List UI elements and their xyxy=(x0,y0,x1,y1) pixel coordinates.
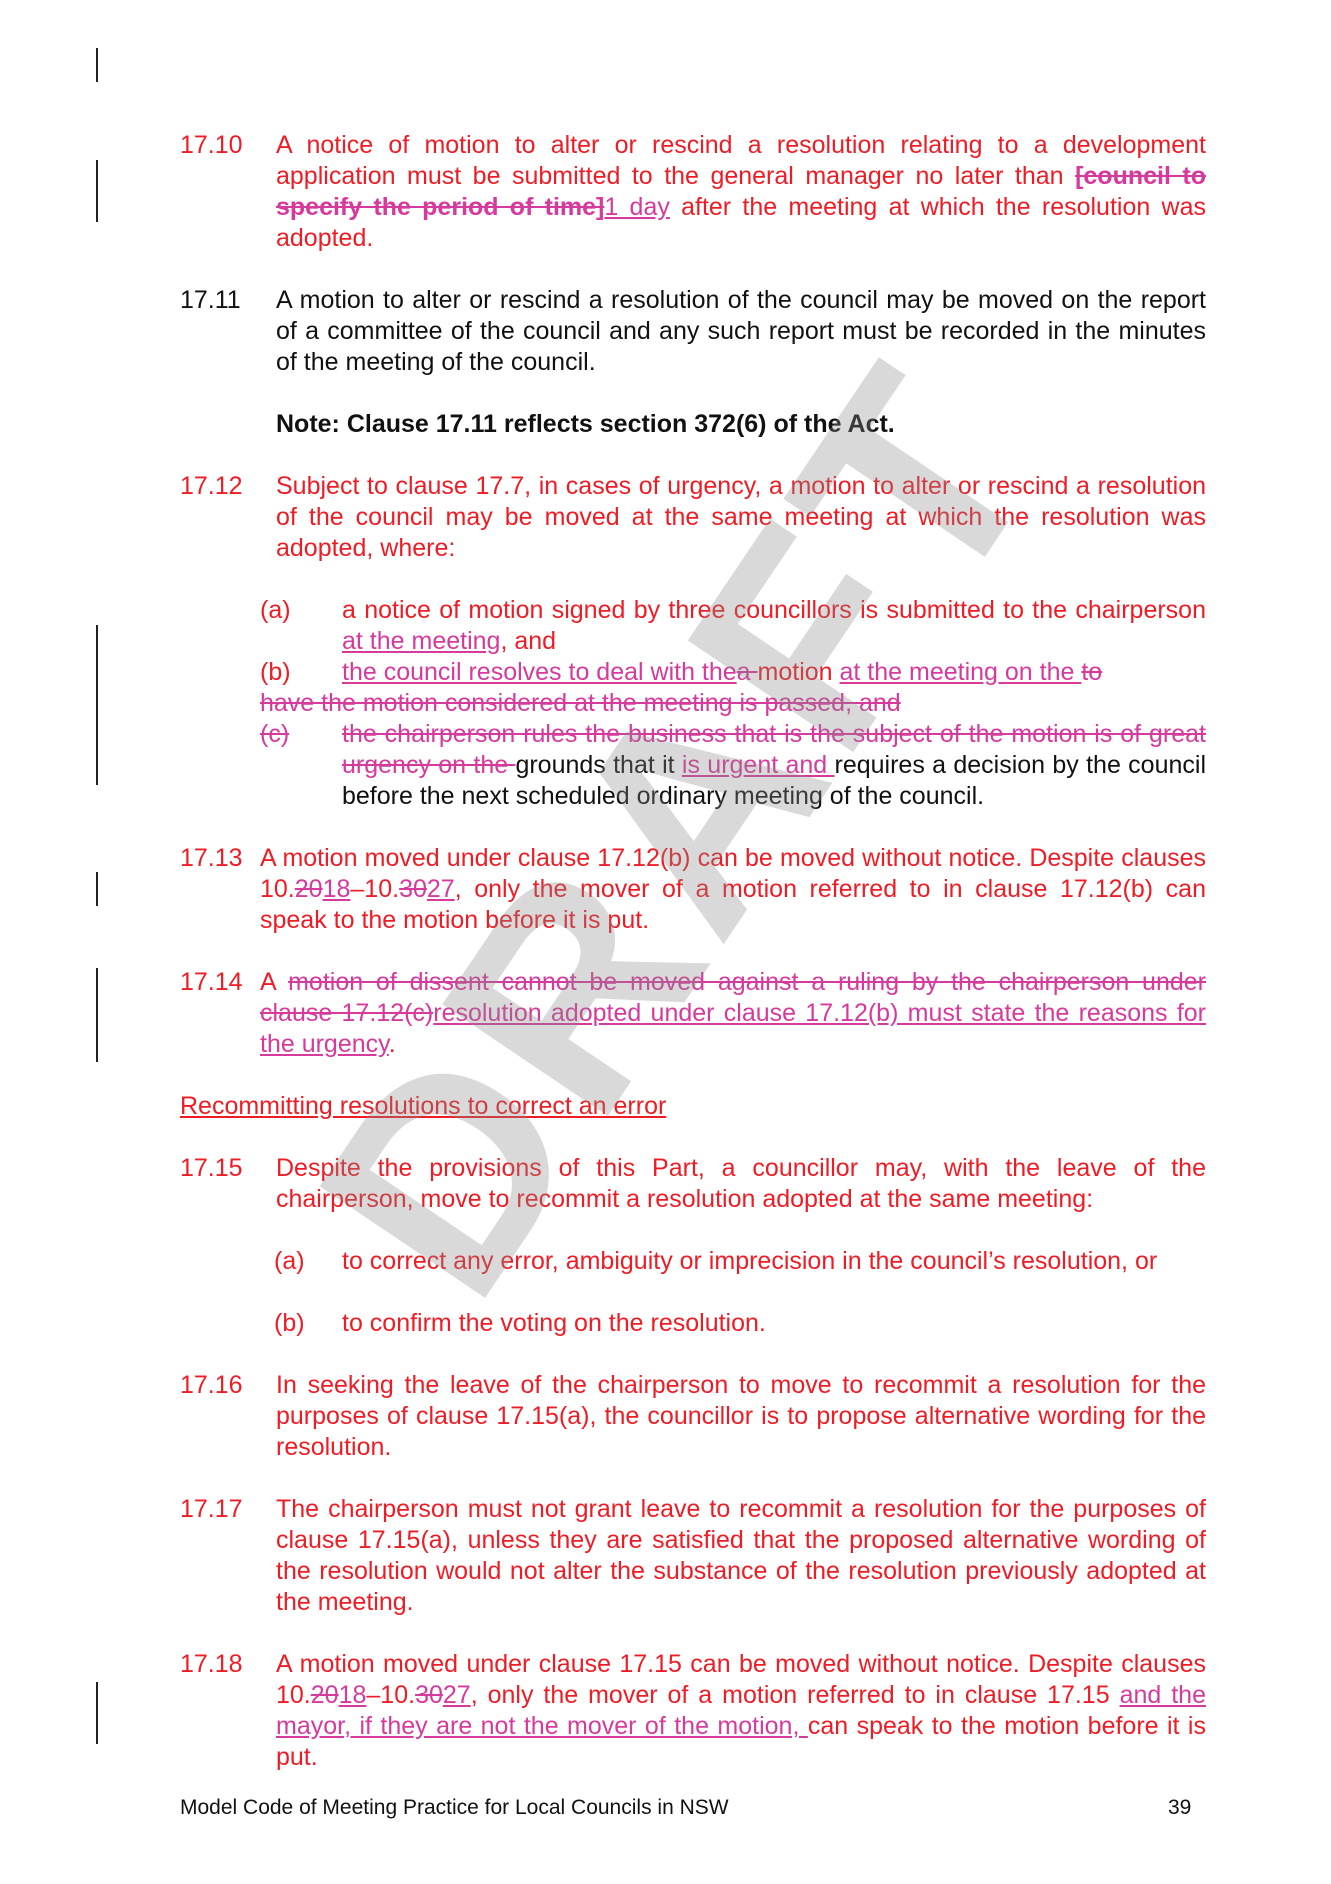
inserted-text: 18 xyxy=(338,1681,367,1709)
inserted-text: 18 xyxy=(322,875,351,903)
subclause-label: (a) xyxy=(274,1247,305,1275)
inserted-text: is urgent and xyxy=(681,751,835,779)
clause-text-part: after the meeting at which the resolutio… xyxy=(276,193,1206,252)
subclause-text-part: requires a decision by the council befor… xyxy=(342,751,1206,810)
subclause-label: (b) xyxy=(274,1309,305,1337)
draft-watermark: DRAFT xyxy=(256,311,1103,1349)
clause-17-12: 17.12 Subject to clause 17.7, in cases o… xyxy=(180,471,1206,564)
clause-number: 17.14 xyxy=(180,968,243,996)
subclause-text-part: motion xyxy=(757,658,840,686)
subclause-text: to correct any error, ambiguity or impre… xyxy=(342,1247,1158,1275)
deleted-text: [council to specify the period of time] xyxy=(276,162,1206,221)
inserted-text: at the meeting xyxy=(342,627,501,655)
clause-text: In seeking the leave of the chairperson … xyxy=(276,1371,1206,1461)
deleted-text: the chairperson rules the business that … xyxy=(342,720,1206,779)
subclause-text-part: a notice of motion signed by three counc… xyxy=(342,596,1206,624)
clause-text: A motion moved under clause 17.12(b) can… xyxy=(260,843,1206,936)
subclause-17-12-b: (b) the council resolves to deal with th… xyxy=(260,657,1206,688)
change-bar xyxy=(96,872,98,906)
clause-text-part: A motion moved under clause 17.15 can be… xyxy=(276,1650,1206,1709)
deleted-text: 30 xyxy=(399,875,427,903)
deleted-text: 20 xyxy=(310,1681,339,1709)
note-text: Note: Clause 17.11 reflects section 372(… xyxy=(276,410,895,438)
heading-text: Recommitting resolutions to correct an e… xyxy=(180,1092,667,1120)
inserted-text: 27 xyxy=(426,875,455,903)
inserted-text: resolution adopted under clause 17.12(b)… xyxy=(260,999,1206,1058)
clause-17-13: 17.13 A motion moved under clause 17.12(… xyxy=(180,843,1206,936)
section-heading: Recommitting resolutions to correct an e… xyxy=(180,1091,1206,1122)
inserted-text: 1 day xyxy=(604,193,670,221)
deleted-text: have the motion considered at the meetin… xyxy=(260,689,901,717)
subclause-text: to confirm the voting on the resolution. xyxy=(342,1309,766,1337)
clause-17-11: 17.11 A motion to alter or rescind a res… xyxy=(180,285,1206,378)
clause-text: A motion to alter or rescind a resolutio… xyxy=(276,286,1206,376)
inserted-text: the council resolves to deal with the xyxy=(342,658,737,686)
clause-number: 17.13 xyxy=(180,844,243,872)
change-bar xyxy=(96,968,98,1062)
subclause-label: (b) xyxy=(260,658,291,686)
subclause-17-15-b: (b) to confirm the voting on the resolut… xyxy=(260,1308,1206,1339)
clause-number: 17.12 xyxy=(180,472,243,500)
clause-text-part: A notice of motion to alter or rescind a… xyxy=(276,131,1206,190)
deleted-text: 30 xyxy=(415,1681,443,1709)
subclause-text: a notice of motion signed by three counc… xyxy=(342,595,1206,657)
clause-number: 17.18 xyxy=(180,1650,243,1678)
clause-text: Subject to clause 17.7, in cases of urge… xyxy=(276,472,1206,562)
subclause-17-12-a: (a) a notice of motion signed by three c… xyxy=(260,595,1206,657)
clause-17-10: 17.10 A notice of motion to alter or res… xyxy=(180,130,1206,254)
change-bar xyxy=(96,48,98,82)
clause-note: Note: Clause 17.11 reflects section 372(… xyxy=(276,409,1206,440)
clause-text: A motion of dissent cannot be moved agai… xyxy=(260,967,1206,1060)
deleted-text: a xyxy=(736,658,758,686)
clause-number: 17.15 xyxy=(180,1154,243,1182)
change-bar xyxy=(96,1682,98,1744)
clause-text-part: . xyxy=(388,1030,396,1058)
subclause-text: the chairperson rules the business that … xyxy=(342,719,1206,812)
clause-text: Despite the provisions of this Part, a c… xyxy=(276,1154,1206,1213)
subclause-text-part: grounds that it xyxy=(515,751,682,779)
subclause-text: the council resolves to deal with thea m… xyxy=(342,657,1206,688)
clause-text-part: can speak to the motion before it is put… xyxy=(276,1712,1206,1771)
subclause-text-part: , and xyxy=(500,627,557,655)
page-number: 39 xyxy=(1168,1796,1192,1819)
inserted-text: 27 xyxy=(442,1681,471,1709)
footer-title: Model Code of Meeting Practice for Local… xyxy=(180,1796,729,1819)
clause-number: 17.16 xyxy=(180,1371,243,1399)
clause-17-14: 17.14 A motion of dissent cannot be move… xyxy=(180,967,1206,1060)
clause-text: A notice of motion to alter or rescind a… xyxy=(276,130,1206,254)
inserted-text: and the mayor, if they are not the mover… xyxy=(276,1681,1206,1740)
change-bar xyxy=(96,625,98,785)
clause-text-part: , only the mover of a motion referred to… xyxy=(260,875,1206,934)
clause-number: 17.10 xyxy=(180,131,243,159)
clause-text-part: –10. xyxy=(366,1681,416,1709)
clause-text-part: –10. xyxy=(350,875,400,903)
clause-text: A motion moved under clause 17.15 can be… xyxy=(276,1649,1206,1773)
clause-text-part: A motion moved under clause 17.12(b) can… xyxy=(260,844,1206,903)
change-bar xyxy=(96,160,98,222)
deleted-text: to xyxy=(1081,658,1103,686)
clause-text: The chairperson must not grant leave to … xyxy=(276,1495,1206,1616)
clause-17-15: 17.15 Despite the provisions of this Par… xyxy=(180,1153,1206,1215)
subclause-17-12-c: (c) the chairperson rules the business t… xyxy=(260,719,1206,812)
clause-text-part: A xyxy=(260,968,289,996)
clause-number: 17.11 xyxy=(180,286,241,314)
deleted-text: 20 xyxy=(294,875,323,903)
subclause-17-15-a: (a) to correct any error, ambiguity or i… xyxy=(260,1246,1206,1308)
clause-text-part: , only the mover of a motion referred to… xyxy=(470,1681,1120,1709)
subclause-label: (c) xyxy=(260,720,290,748)
clause-17-18: 17.18 A motion moved under clause 17.15 … xyxy=(180,1649,1206,1773)
inserted-text: at the meeting on the xyxy=(839,658,1082,686)
deleted-text: motion of dissent cannot be moved agains… xyxy=(260,968,1206,1027)
clause-number: 17.17 xyxy=(180,1495,243,1523)
clause-17-17: 17.17 The chairperson must not grant lea… xyxy=(180,1494,1206,1618)
deleted-line: have the motion considered at the meetin… xyxy=(260,688,1206,719)
subclause-label: (a) xyxy=(260,596,291,624)
clause-17-16: 17.16 In seeking the leave of the chairp… xyxy=(180,1370,1206,1463)
